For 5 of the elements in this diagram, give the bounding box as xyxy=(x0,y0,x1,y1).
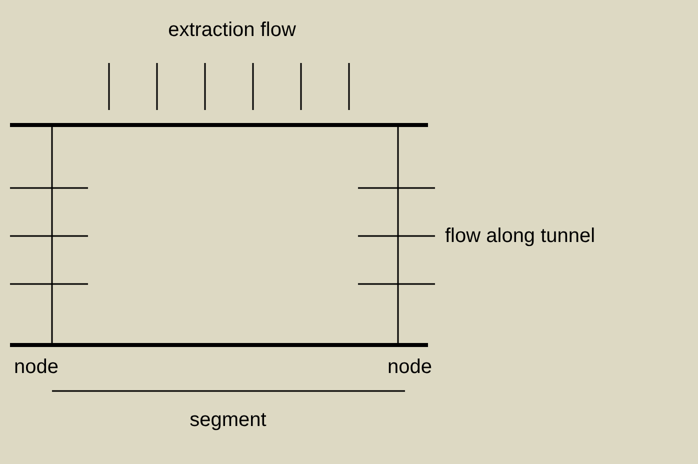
flow-label: flow along tunnel xyxy=(445,224,596,248)
node-label: node xyxy=(14,355,58,379)
node-label: node xyxy=(388,355,432,379)
extraction-flow-label: extraction flow xyxy=(168,18,296,42)
segment-label: segment xyxy=(190,408,266,432)
